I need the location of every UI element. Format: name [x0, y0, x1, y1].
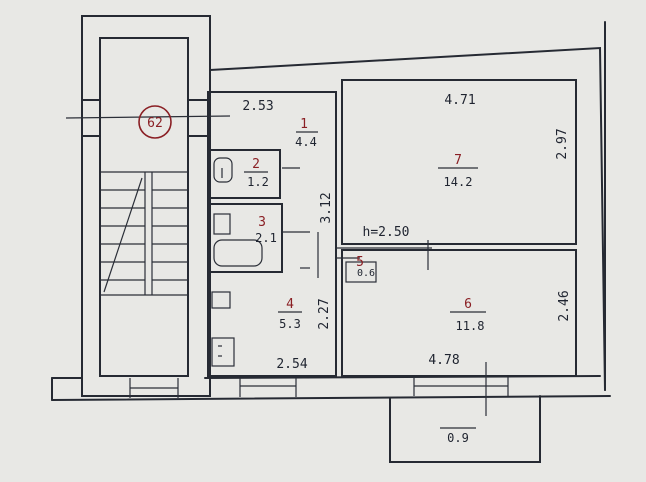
room-6-number: 6	[464, 297, 472, 312]
room-6: 6 11.8	[450, 297, 486, 333]
room-5-number: 5	[356, 255, 364, 270]
room-4: 4 5.3	[278, 297, 302, 331]
dim-room7-side: 2.97	[555, 128, 570, 159]
dim-hall-vertical: 3.12	[319, 192, 334, 223]
room-5: 5 0.6	[356, 255, 375, 279]
room-1-area: 4.4	[295, 135, 317, 149]
room-3-number: 3	[258, 215, 266, 230]
left-rooms	[207, 91, 337, 377]
room-3-area: 2.1	[255, 231, 277, 245]
dim-room6-side: 2.46	[557, 290, 572, 321]
dim-kitchen-vertical: 2.27	[317, 298, 332, 329]
ceiling-height-label: h=2.50	[363, 225, 410, 240]
dim-hall-top: 2.53	[242, 99, 273, 114]
room-5-area: 0.6	[357, 268, 375, 279]
right-rooms	[336, 79, 577, 416]
room-6-area: 11.8	[456, 319, 485, 333]
room-2: 2 1.2	[244, 157, 269, 189]
stair-mark-text: 62	[147, 116, 163, 131]
room-2-area: 1.2	[247, 175, 269, 189]
dim-kitchen-bottom: 2.54	[276, 357, 307, 372]
dim-room7-top: 4.71	[444, 93, 475, 108]
room-7-number: 7	[454, 153, 462, 168]
room-2-number: 2	[252, 157, 260, 172]
staircase	[65, 15, 231, 397]
room-3: 3 2.1	[255, 215, 277, 245]
balcony: 0.9	[389, 395, 541, 463]
balcony-label: 0.9	[447, 431, 469, 445]
room-1-number: 1	[300, 117, 308, 132]
stair-mark: 62	[138, 105, 172, 139]
room-4-number: 4	[286, 297, 294, 312]
room-7: 7 14.2	[438, 153, 478, 189]
room-1: 1 4.4	[295, 117, 318, 149]
dim-room6-bottom: 4.78	[428, 353, 459, 368]
room-4-area: 5.3	[279, 317, 301, 331]
room-7-area: 14.2	[444, 175, 473, 189]
